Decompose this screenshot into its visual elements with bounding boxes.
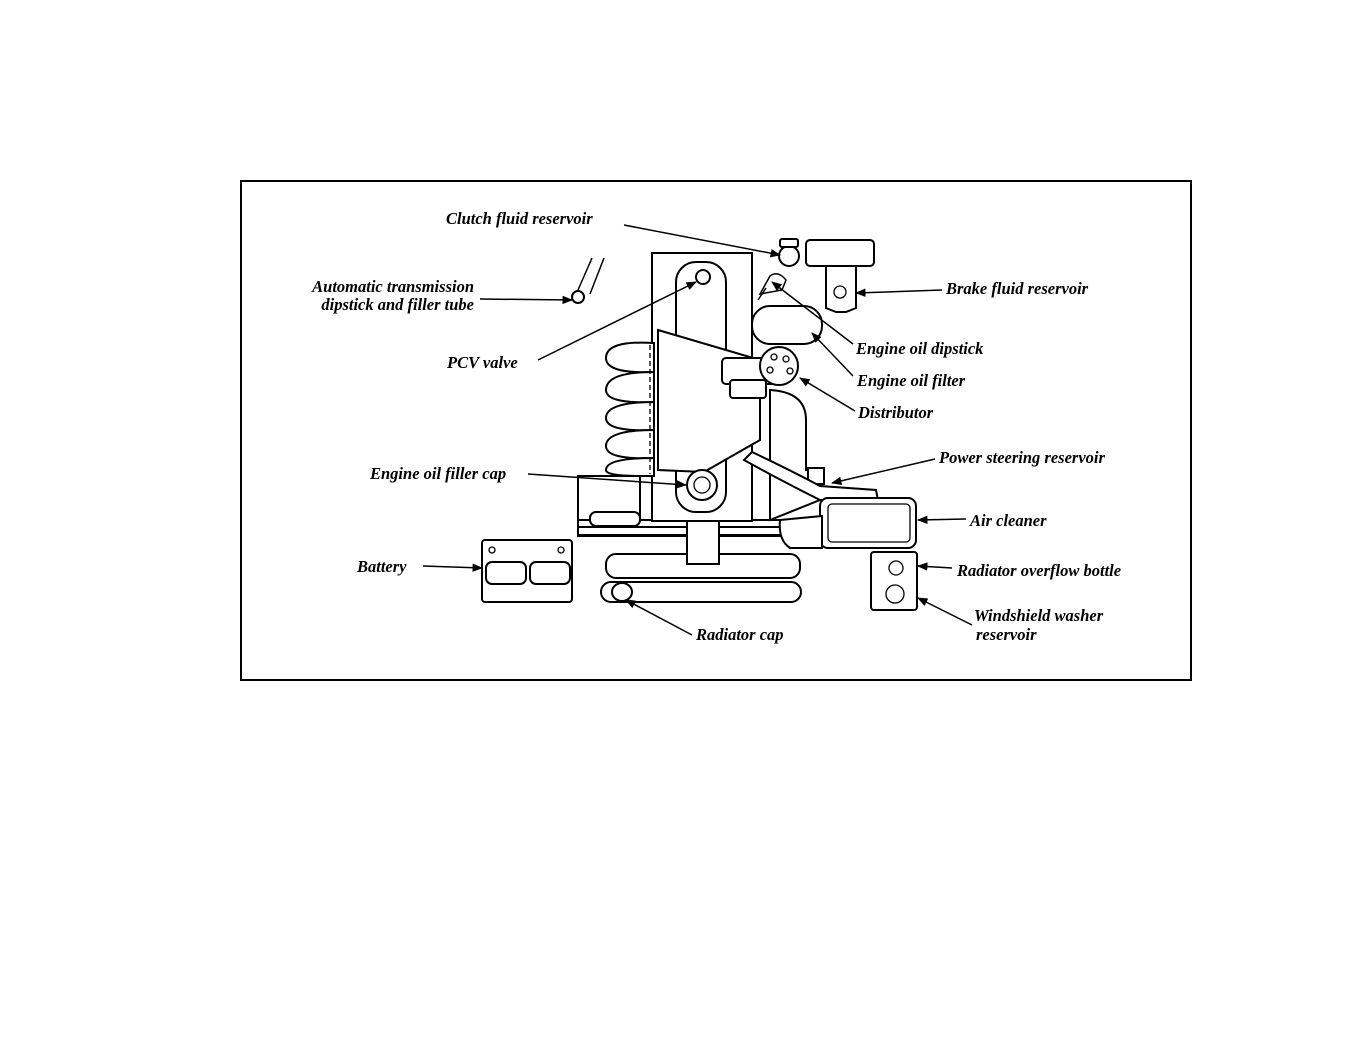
crank-pulley <box>687 520 719 564</box>
air-cleaner-box <box>820 498 916 548</box>
brake-reservoir-part <box>806 240 874 266</box>
label-battery: Battery <box>356 557 407 576</box>
label-auto-trans-line1: Automatic transmission <box>311 277 474 296</box>
label-air-cleaner: Air cleaner <box>969 511 1047 530</box>
label-pcv-valve: PCV valve <box>446 353 518 372</box>
pcv-valve-part <box>696 270 710 284</box>
label-windshield-line2: reservoir <box>976 625 1037 644</box>
distributor-cap <box>760 347 798 385</box>
air-cleaner-snout <box>780 516 822 548</box>
label-radiator-overflow-bottle: Radiator overflow bottle <box>956 561 1121 580</box>
label-clutch-fluid-reservoir: Clutch fluid reservoir <box>446 209 593 228</box>
throttle-linkage <box>730 380 766 398</box>
label-distributor: Distributor <box>857 403 934 422</box>
left-block-foot <box>590 512 640 526</box>
clutch-reservoir-part <box>779 246 799 266</box>
label-power-steering-reservoir: Power steering reservoir <box>938 448 1105 467</box>
radiator-cap-part <box>612 583 632 601</box>
label-engine-oil-filler-cap: Engine oil filler cap <box>369 464 506 483</box>
label-engine-oil-filter: Engine oil filter <box>856 371 966 390</box>
oil-filler-cap <box>687 470 717 500</box>
label-radiator-cap: Radiator cap <box>695 625 784 644</box>
label-brake-fluid-reservoir: Brake fluid reservoir <box>945 279 1089 298</box>
label-auto-trans-line2: dipstick and filler tube <box>321 295 474 314</box>
label-windshield-line1: Windshield washer <box>974 606 1104 625</box>
label-engine-oil-dipstick: Engine oil dipstick <box>855 339 984 358</box>
